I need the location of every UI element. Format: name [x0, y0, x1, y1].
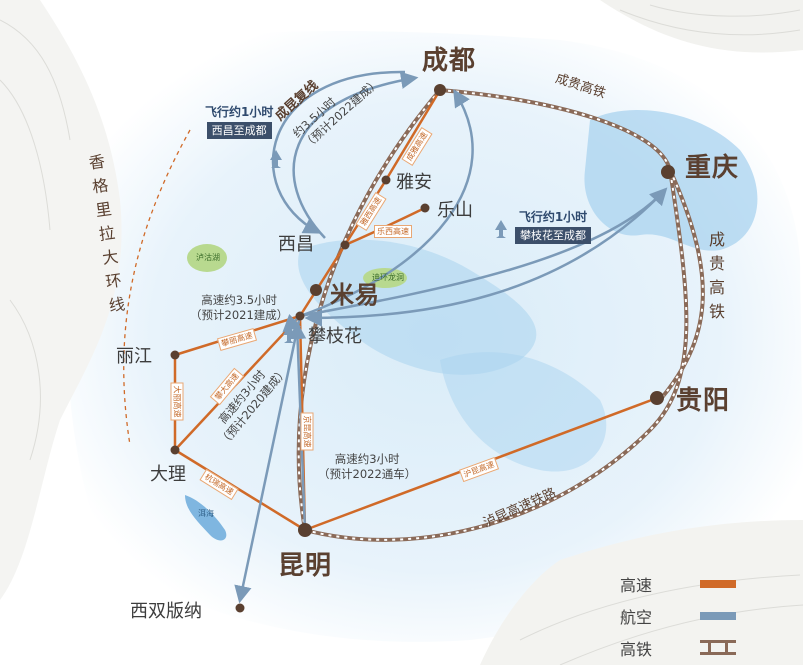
- legend-rail-tie-1: [708, 640, 711, 655]
- lake-luguhu: [187, 244, 227, 272]
- label-xishuangbanna: 西双版纳: [130, 601, 202, 622]
- city-markers: [170, 84, 675, 613]
- marker-leshan: [420, 203, 430, 213]
- marker-chengdu: [434, 84, 446, 96]
- highway-note-kunming: 高速约3小时 （预计2022通车）: [318, 452, 416, 482]
- legend-highway-label: 高速: [620, 576, 653, 595]
- legend-flight-label: 航空: [620, 608, 653, 627]
- label-guiyang: 贵阳: [676, 386, 731, 416]
- flight-note-panzhihua: 飞行约1小时 攀枝花至成都: [515, 210, 591, 244]
- legend-flight-swatch: [700, 612, 736, 620]
- highway-note-lijiang-year: （预计2021建成）: [190, 308, 289, 322]
- road-tag-pankun: 京昆高速: [300, 412, 314, 451]
- rail-label-chenggui-right: 成贵高铁: [708, 230, 725, 321]
- road-tag-lexi: 乐西高速: [374, 225, 412, 238]
- label-panzhihua: 攀枝花: [308, 326, 362, 347]
- road-tag-dali-lijiang: 大丽高速: [170, 382, 184, 421]
- label-miyi: 米易: [330, 281, 380, 309]
- label-kunming: 昆明: [278, 551, 333, 581]
- shangrila-loop-line: [123, 129, 191, 446]
- legend-highway-swatch: [700, 580, 736, 588]
- marker-dali: [170, 445, 180, 455]
- label-dihuanlongdong: 迪环龙洞: [372, 273, 404, 282]
- lake-erhai: [185, 495, 227, 541]
- airplane-icon: [270, 150, 282, 168]
- marker-xishuangbanna: [235, 603, 245, 613]
- flight-note-panzhihua-route: 攀枝花至成都: [515, 227, 591, 244]
- highway-note-kunming-time: 高速约3小时: [334, 452, 400, 466]
- flight-note-xichang-route: 西昌至成都: [206, 122, 272, 139]
- label-chengdu: 成都: [422, 46, 477, 76]
- marker-lijiang: [170, 350, 180, 360]
- legend-rail-tie-2: [725, 640, 728, 655]
- flight-note-xichang: 飞行约1小时 西昌至成都: [205, 105, 273, 139]
- label-chongqing: 重庆: [685, 153, 740, 183]
- marker-chongqing: [661, 165, 675, 179]
- legend-rail-label: 高铁: [620, 640, 653, 659]
- highway-note-lijiang: 高速约3.5小时 （预计2021建成）: [190, 293, 288, 323]
- airplane-icons: [270, 150, 507, 343]
- legend-rail-swatch-top: [700, 640, 736, 643]
- flight-note-xichang-time: 飞行约1小时: [205, 105, 274, 119]
- marker-guiyang: [650, 391, 664, 405]
- highway-note-lijiang-time: 高速约3.5小时: [201, 293, 278, 307]
- airplane-icon: [495, 220, 507, 238]
- marker-miyi: [310, 284, 322, 296]
- railway-lines: [296, 88, 705, 542]
- marker-xichang: [340, 240, 350, 250]
- label-leshan: 乐山: [437, 200, 473, 221]
- flight-note-panzhihua-time: 飞行约1小时: [518, 210, 588, 224]
- marker-yaan: [381, 175, 391, 185]
- label-yaan: 雅安: [396, 172, 432, 193]
- marker-panzhihua: [295, 311, 305, 321]
- label-luguhu: 泸沽湖: [196, 253, 220, 262]
- marker-kunming: [298, 523, 312, 537]
- label-dali: 大理: [150, 464, 186, 485]
- label-lijiang: 丽江: [116, 346, 152, 367]
- legend-swatches: [700, 580, 736, 655]
- label-erhai: 洱海: [198, 509, 214, 518]
- highway-note-kunming-year: （预计2022通车）: [318, 467, 417, 481]
- legend-rail-swatch-bottom: [700, 652, 736, 655]
- label-xichang: 西昌: [278, 234, 314, 255]
- airplane-icon: [283, 325, 295, 343]
